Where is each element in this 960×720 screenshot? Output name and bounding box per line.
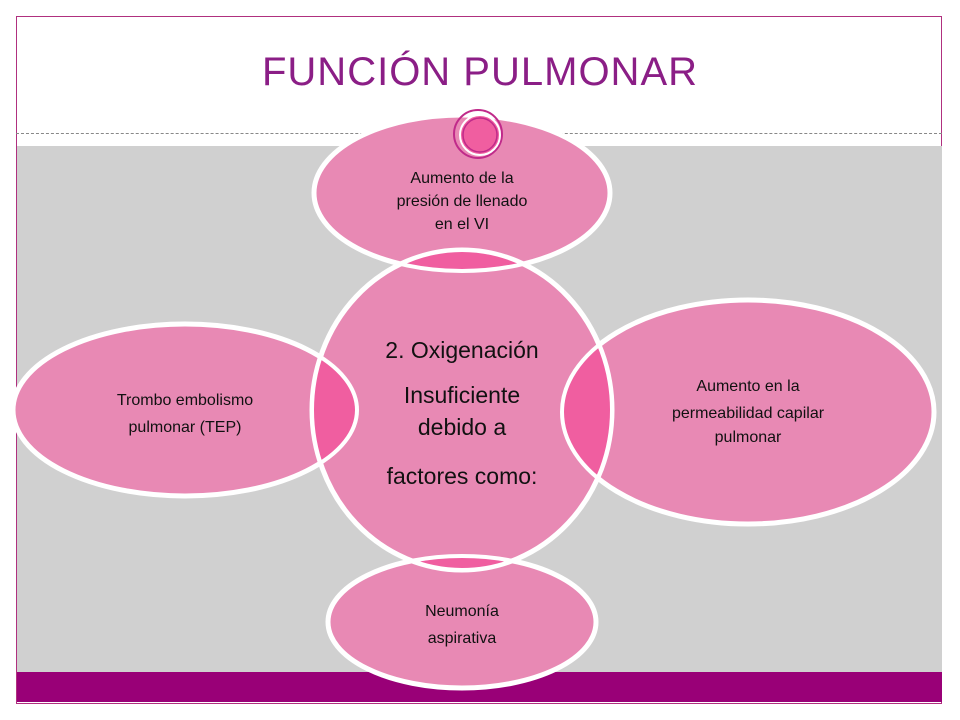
bottom-text-line2: aspirativa [428,630,497,647]
page-title: FUNCIÓN PULMONAR [261,50,699,94]
center-text-line1: 2. Oxigenación [385,337,538,363]
right-text-line3: pulmonar [715,429,782,446]
center-text-line4: factores como: [387,463,538,489]
top-text-line2: presión de llenado [397,193,528,210]
right-text-line1: Aumento en la [696,378,799,395]
center-text-line2: Insuficiente [404,382,520,408]
decorative-rings-icon [453,109,503,159]
top-text-line3: en el VI [435,216,489,233]
left-text-line2: pulmonar (TEP) [129,419,242,436]
right-text-line2: permeabilidad capilar [672,405,825,422]
top-text-line1: Aumento de la [410,170,513,187]
left-text-line1: Trombo embolismo [117,392,253,409]
center-text-line3: debido a [418,414,506,440]
bottom-text-line1: Neumonía [425,603,499,620]
